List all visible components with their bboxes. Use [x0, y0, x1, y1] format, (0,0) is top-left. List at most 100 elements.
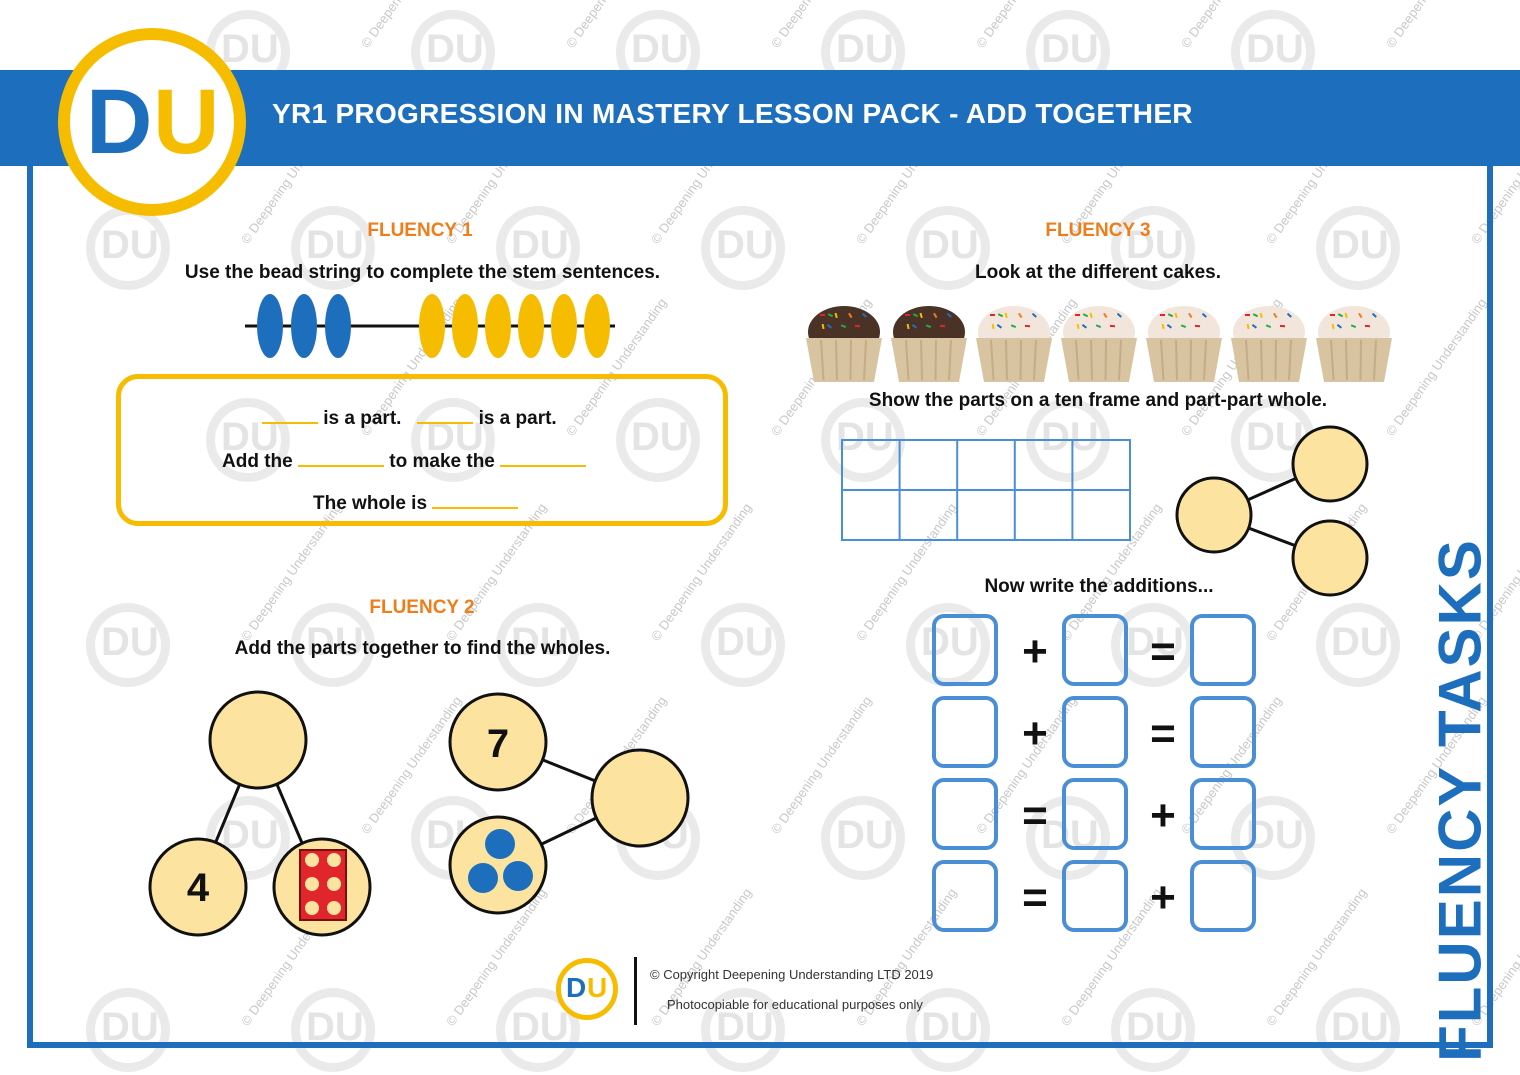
fluency2-title: FLUENCY 2: [369, 597, 475, 618]
answer-box[interactable]: [932, 778, 998, 850]
pw1-whole-circle: [208, 690, 308, 790]
pw2-part-circle-top: [448, 692, 548, 792]
watermark-mark: DU: [306, 1005, 364, 1049]
watermark-mark: DU: [1041, 27, 1099, 71]
bead: [551, 294, 577, 358]
pw2-part-value: 7: [486, 722, 510, 766]
watermark-ring: DU: [496, 206, 580, 290]
bead: [257, 294, 283, 358]
watermark-mark: DU: [1041, 415, 1099, 459]
cakes-row: [806, 306, 1392, 382]
watermark-mark: DU: [716, 223, 774, 267]
vanilla-cake-icon: [1061, 306, 1137, 382]
fluency3-instruction-3: Now write the additions...: [984, 576, 1214, 597]
fluency3-instruction: Look at the different cakes.: [974, 262, 1221, 283]
footer-logo-u: U: [587, 972, 608, 1003]
pw3-part-circle-bottom: [1291, 519, 1369, 597]
answer-box[interactable]: [1062, 860, 1128, 932]
addition-equations: +=+==+=+: [932, 614, 1272, 944]
bead: [584, 294, 610, 358]
equals-sign: =: [1022, 873, 1048, 922]
blank-5[interactable]: [432, 489, 519, 509]
watermark-ring: DU: [291, 988, 375, 1072]
watermark-mark: DU: [631, 415, 689, 459]
answer-box[interactable]: [1190, 860, 1256, 932]
bead: [291, 294, 317, 358]
watermark-ring: DU: [1316, 603, 1400, 687]
answer-box[interactable]: [1062, 696, 1128, 768]
watermark-mark: DU: [1331, 223, 1389, 267]
answer-box[interactable]: [1190, 778, 1256, 850]
watermark-mark: DU: [921, 223, 979, 267]
watermark-ring: DU: [616, 398, 700, 482]
watermark-ring: DU: [701, 603, 785, 687]
watermark-ring: DU: [86, 988, 170, 1072]
blank-3[interactable]: [298, 447, 384, 467]
watermark-ring: DU: [1316, 988, 1400, 1072]
blank-4[interactable]: [500, 447, 587, 467]
header-bar: [0, 70, 1520, 166]
plus-sign: +: [1150, 873, 1176, 922]
vanilla-cake-icon: [1316, 306, 1392, 382]
three-counters-icon: [468, 829, 533, 893]
watermark-text: © Deepening Understanding: [1383, 0, 1489, 51]
stem-text-1a: is a part.: [323, 408, 402, 429]
watermark-ring: DU: [291, 206, 375, 290]
watermark-ring: DU: [906, 206, 990, 290]
watermark-mark: DU: [306, 223, 364, 267]
part-part-whole-3: [1175, 425, 1369, 597]
numicon-six-icon: [299, 849, 347, 921]
stem-sentence-box: [116, 374, 728, 526]
answer-box[interactable]: [1190, 696, 1256, 768]
watermark-mark: DU: [716, 620, 774, 664]
logo-letter-u: U: [153, 71, 220, 173]
footer-divider: [634, 957, 637, 1025]
watermark-ring: DU: [1231, 10, 1315, 94]
watermark-mark: DU: [511, 223, 569, 267]
watermark-ring: DU: [206, 796, 290, 880]
watermark-mark: DU: [306, 620, 364, 664]
blank-1[interactable]: [262, 404, 318, 424]
watermark-ring: DU: [1026, 796, 1110, 880]
side-label: FLUENCY TASKS: [1420, 538, 1500, 1062]
watermark-mark: DU: [836, 415, 894, 459]
pw2-whole-circle: [590, 748, 690, 848]
watermark-ring: DU: [906, 988, 990, 1072]
answer-box[interactable]: [1190, 614, 1256, 686]
vanilla-cake-icon: [1146, 306, 1222, 382]
equals-sign: =: [1150, 709, 1176, 758]
watermark-mark: DU: [921, 620, 979, 664]
watermark-mark: DU: [221, 813, 279, 857]
watermark-mark: DU: [1246, 27, 1304, 71]
watermark-ring: DU: [496, 988, 580, 1072]
equals-sign: =: [1150, 627, 1176, 676]
vanilla-cake-icon: [976, 306, 1052, 382]
watermark-ring: DU: [291, 603, 375, 687]
fluency1-instruction: Use the bead string to complete the stem…: [184, 262, 661, 283]
watermark-mark: DU: [1126, 620, 1184, 664]
watermark-mark: DU: [101, 620, 159, 664]
watermark-ring: DU: [1111, 988, 1195, 1072]
bead: [452, 294, 478, 358]
plus-sign: +: [1022, 709, 1048, 758]
bead: [485, 294, 511, 358]
answer-box[interactable]: [932, 614, 998, 686]
answer-box[interactable]: [932, 696, 998, 768]
watermark-mark: DU: [1126, 223, 1184, 267]
answer-box[interactable]: [1062, 778, 1128, 850]
watermark-ring: DU: [496, 603, 580, 687]
answer-box[interactable]: [1062, 614, 1128, 686]
side-label-text: FLUENCY TASKS: [1426, 538, 1494, 1062]
watermark-mark: DU: [1331, 620, 1389, 664]
ten-frame[interactable]: [840, 438, 1132, 542]
watermark-ring: DU: [1231, 796, 1315, 880]
watermark-ring: DU: [1111, 206, 1195, 290]
watermark-mark: DU: [511, 1005, 569, 1049]
blank-2[interactable]: [417, 404, 474, 424]
equals-sign: =: [1022, 791, 1048, 840]
watermark-mark: DU: [921, 1005, 979, 1049]
answer-box[interactable]: [932, 860, 998, 932]
watermark-mark: DU: [631, 27, 689, 71]
pw1-part-circle-left: [148, 837, 248, 937]
bead: [325, 294, 351, 358]
